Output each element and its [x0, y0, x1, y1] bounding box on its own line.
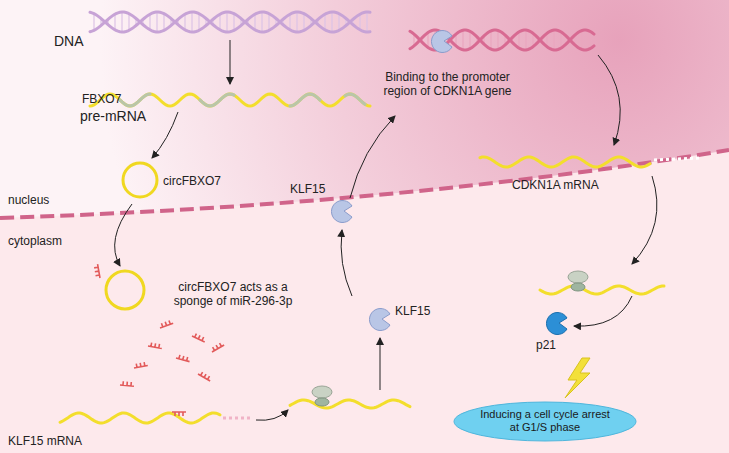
polya-tail — [223, 417, 250, 420]
dna-rung — [296, 12, 297, 32]
dna-rung — [156, 12, 157, 32]
dna-rung — [191, 12, 192, 32]
dna-rung — [366, 12, 367, 32]
gene-label: FBXO7 — [82, 92, 121, 106]
note-text: Binding to the promoter region of CDKN1A… — [370, 70, 525, 99]
dna-rung — [525, 30, 526, 50]
mirna — [172, 412, 186, 416]
mirna — [210, 342, 224, 352]
dna-rung — [490, 31, 491, 49]
dna-rung — [581, 30, 582, 49]
dna-rung — [560, 32, 561, 48]
mrna — [540, 286, 664, 294]
dna-rung — [469, 31, 470, 48]
dna-rung — [233, 14, 234, 31]
ellipse-outline — [454, 402, 636, 441]
dna-rung — [497, 30, 498, 49]
nucleus-ground — [0, 0, 729, 218]
dna-rung — [518, 32, 519, 48]
mrna — [480, 157, 650, 167]
dna-rung — [289, 14, 290, 30]
text-block: Inducing a cell cycle arrest at G1/S pha… — [475, 408, 615, 434]
dna-rung — [261, 12, 262, 32]
klf15-protein — [331, 201, 352, 223]
mirna — [94, 264, 100, 278]
dna-rung — [303, 14, 304, 31]
mirna — [192, 332, 206, 342]
dna-rung — [553, 30, 554, 50]
mirna — [198, 371, 212, 381]
mirna — [120, 381, 134, 386]
dna-rung — [219, 14, 220, 30]
dna-rung — [588, 31, 589, 49]
nuclear-membrane — [0, 150, 729, 218]
mrna — [290, 400, 410, 408]
circrna — [123, 163, 157, 197]
intron — [200, 94, 234, 106]
intron — [345, 94, 365, 104]
p21-protein — [546, 313, 567, 335]
dna-rung — [184, 14, 185, 30]
dna-rung — [114, 14, 115, 30]
mirna — [159, 319, 174, 328]
dna-rung — [427, 33, 428, 48]
mirna — [133, 362, 147, 368]
outcome-ellipse: Inducing a cell cycle arrest at G1/S pha… — [453, 401, 637, 442]
dna-rung — [163, 14, 164, 31]
node-text: Inducing a cell cycle arrest at G1/S pha… — [475, 408, 615, 434]
ribosome — [312, 386, 332, 406]
dna-rung — [226, 12, 227, 32]
dna-rung — [359, 14, 360, 30]
dna-rung — [331, 12, 332, 32]
intron — [290, 94, 320, 106]
dna-rung — [268, 14, 269, 31]
intron — [120, 94, 150, 106]
compartment-label: cytoplasm — [8, 234, 62, 248]
dna-strand — [90, 12, 370, 32]
mrna — [60, 413, 220, 423]
dna-rung — [254, 14, 255, 30]
ribosome — [568, 271, 588, 291]
dna-rung — [149, 14, 150, 30]
protein-label: KLF15 — [290, 182, 325, 196]
klf15-protein — [431, 31, 452, 53]
dna-rung — [338, 14, 339, 31]
dna-label: DNA — [54, 33, 84, 50]
dna-strand — [90, 12, 370, 32]
compartment-label: nucleus — [8, 193, 49, 207]
dna-rung — [93, 14, 94, 31]
dna-rung — [324, 14, 325, 30]
process-arrows — [115, 40, 657, 420]
protein-label: KLF15 — [395, 304, 430, 318]
pre-mrna — [90, 94, 370, 106]
rna-label: pre-mRNA — [80, 108, 146, 125]
lightning-bolt — [565, 358, 590, 398]
rna-label: CDKN1A mRNA — [512, 178, 599, 192]
dna-rung — [462, 30, 463, 50]
note-text: circFBXO7 acts as a sponge of miR-296-3p — [163, 280, 303, 309]
rna-label: KLF15 mRNA — [8, 434, 82, 448]
mirna — [148, 342, 162, 348]
rna-label: circFBXO7 — [163, 174, 221, 188]
dna-rung — [198, 14, 199, 31]
dna-rung — [121, 12, 122, 32]
polya-tail — [654, 158, 700, 160]
klf15-protein — [369, 309, 390, 331]
dna-rung — [128, 14, 129, 31]
mirna — [176, 354, 191, 361]
protein-label: p21 — [536, 338, 556, 352]
circrna — [106, 271, 144, 309]
rna-strands — [60, 12, 700, 423]
